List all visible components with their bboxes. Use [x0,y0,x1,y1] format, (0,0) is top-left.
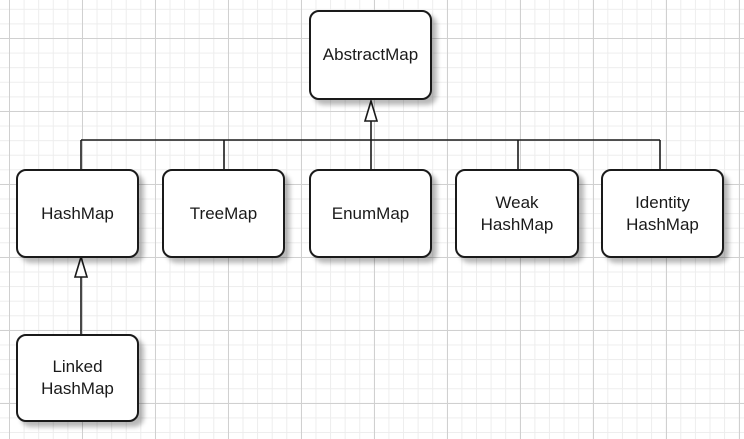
class-box-enum-map: EnumMap [309,169,432,258]
class-label-enum-map: EnumMap [331,203,410,223]
class-box-linked-hash-map: Linked HashMap [16,334,139,422]
class-label-weak-hash-map: Weak HashMap [480,192,554,234]
class-label-identity-hash-map: Identity HashMap [626,192,699,234]
class-label-hash-map: HashMap [41,203,114,223]
inheritance-arrowhead-abstract-map [363,98,379,122]
class-box-weak-hash-map: Weak HashMap [455,169,579,258]
class-label-tree-map: TreeMap [189,203,258,223]
class-label-abstract-map: AbstractMap [322,45,419,64]
class-label-linked-hash-map: Linked HashMap [41,357,114,398]
inheritance-arrowhead-hash-map [73,254,89,278]
class-box-abstract-map: AbstractMap [309,10,432,100]
class-box-tree-map: TreeMap [162,169,285,258]
class-box-identity-hash-map: Identity HashMap [601,169,724,258]
class-box-hash-map: HashMap [16,169,139,258]
